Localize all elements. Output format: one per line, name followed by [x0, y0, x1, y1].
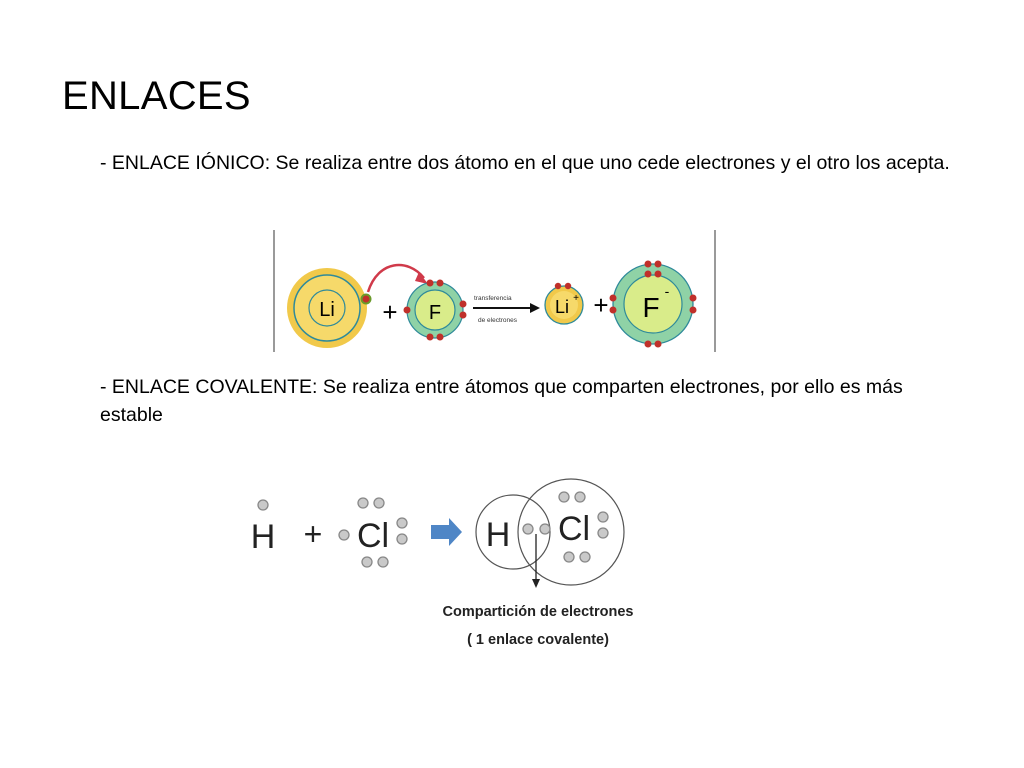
- fluoride-ion: F -: [609, 260, 697, 348]
- ionic-bond-diagram: Li + F transferencia de electrones Li + …: [273, 230, 716, 352]
- electron: [436, 279, 444, 287]
- electron: [459, 300, 467, 308]
- electron: [554, 282, 562, 290]
- li-ion-symbol: Li: [555, 297, 569, 317]
- covalent-bond-diagram: H + Cl H Cl Compartición de electrones (…: [251, 478, 634, 648]
- electron: [426, 279, 434, 287]
- li-ion-charge: +: [573, 293, 579, 304]
- transfer-label-line1: transferencia: [474, 295, 512, 302]
- h-shell: [475, 494, 551, 570]
- electron: [338, 529, 350, 541]
- electron: [654, 270, 662, 278]
- f-ion-charge: -: [665, 283, 670, 299]
- electron: [574, 491, 586, 503]
- electron: [357, 497, 369, 509]
- electron: [373, 497, 385, 509]
- electron: [426, 333, 434, 341]
- h-symbol: H: [251, 518, 276, 556]
- electron: [609, 294, 617, 302]
- electron: [257, 499, 269, 511]
- electron-transfer-arrow: [366, 263, 425, 293]
- electron: [689, 294, 697, 302]
- electron: [654, 260, 662, 268]
- electron: [563, 551, 575, 563]
- plus-sign: +: [304, 516, 323, 552]
- electron: [654, 340, 662, 348]
- electron: [361, 556, 373, 568]
- f-ion-symbol: F: [642, 292, 659, 323]
- electron: [644, 340, 652, 348]
- electron: [403, 306, 411, 314]
- electron: [377, 556, 389, 568]
- electron: [579, 551, 591, 563]
- shared-electron: [539, 523, 551, 535]
- electron: [396, 517, 408, 529]
- lithium-atom: Li: [287, 268, 372, 348]
- hcl-cl-symbol: Cl: [558, 510, 590, 548]
- electron: [644, 260, 652, 268]
- electron: [609, 306, 617, 314]
- electron: [459, 311, 467, 319]
- electron: [360, 293, 372, 305]
- caption-line2: ( 1 enlace covalente): [467, 632, 609, 648]
- shared-electron: [522, 523, 534, 535]
- electron: [396, 533, 408, 545]
- electron: [558, 491, 570, 503]
- covalent-bond-paragraph: - ENLACE COVALENTE: Se realiza entre áto…: [100, 376, 903, 426]
- ionic-bond-paragraph: - ENLACE IÓNICO: Se realiza entre dos át…: [100, 152, 950, 174]
- caption-line1: Compartición de electrones: [443, 604, 634, 620]
- reaction-arrow: [431, 518, 462, 546]
- lithium-ion: Li +: [544, 282, 584, 325]
- electron: [436, 333, 444, 341]
- plus-sign: +: [382, 297, 397, 327]
- fluorine-atom: F: [403, 279, 467, 341]
- electron: [689, 306, 697, 314]
- slide-title: ENLACES: [62, 74, 251, 118]
- electron: [564, 282, 572, 290]
- hcl-h-symbol: H: [486, 516, 511, 554]
- plus-sign-2: +: [593, 290, 608, 320]
- electron: [597, 511, 609, 523]
- cl-symbol: Cl: [357, 517, 389, 555]
- transfer-label-line2: de electrones: [478, 317, 518, 324]
- f-symbol: F: [429, 302, 441, 324]
- electron: [597, 527, 609, 539]
- electron: [644, 270, 652, 278]
- cl-shell: [517, 478, 625, 586]
- li-symbol: Li: [319, 299, 335, 321]
